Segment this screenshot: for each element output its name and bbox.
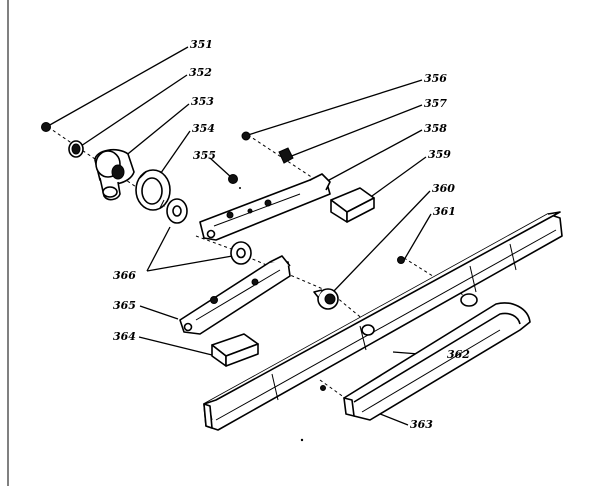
part-351-screw — [41, 122, 51, 132]
label-362: 362 — [447, 348, 470, 361]
part-355-nut — [228, 174, 238, 184]
part-356-screw — [241, 131, 251, 141]
label-353: 353 — [191, 95, 214, 108]
label-360: 360 — [432, 182, 455, 195]
speck — [239, 187, 241, 189]
label-361: 361 — [433, 205, 456, 218]
part-360-bushing — [313, 288, 339, 310]
label-365: 365 — [113, 299, 136, 312]
label-364: 364 — [113, 330, 136, 343]
part-365-lower-bracket — [179, 255, 291, 335]
leader-lines — [47, 46, 446, 426]
part-354-ring — [135, 169, 171, 211]
part-358-upper-bracket — [199, 173, 331, 241]
part-366-washer-upper — [166, 198, 188, 224]
label-352: 352 — [189, 66, 212, 79]
part-359-pad — [330, 187, 375, 223]
part-353-hub — [94, 148, 135, 201]
part-352-washer — [68, 140, 84, 158]
label-358: 358 — [424, 122, 447, 135]
part-labels: 351 352 353 354 355 356 357 358 359 360 … — [113, 38, 470, 431]
part-357-clip — [278, 147, 294, 164]
label-359: 359 — [428, 148, 451, 161]
label-356: 356 — [424, 72, 447, 85]
part-363-handle — [343, 302, 531, 421]
part-364-pad — [211, 333, 259, 367]
part-361-screw — [397, 256, 405, 264]
label-357: 357 — [424, 97, 447, 110]
label-354: 354 — [192, 122, 215, 135]
speck — [300, 438, 304, 442]
part-366-washer-lower — [230, 241, 252, 265]
label-366: 366 — [113, 269, 136, 282]
part-362-rail — [203, 211, 563, 431]
label-351: 351 — [190, 38, 213, 51]
label-363: 363 — [410, 418, 433, 431]
label-355: 355 — [193, 149, 216, 162]
